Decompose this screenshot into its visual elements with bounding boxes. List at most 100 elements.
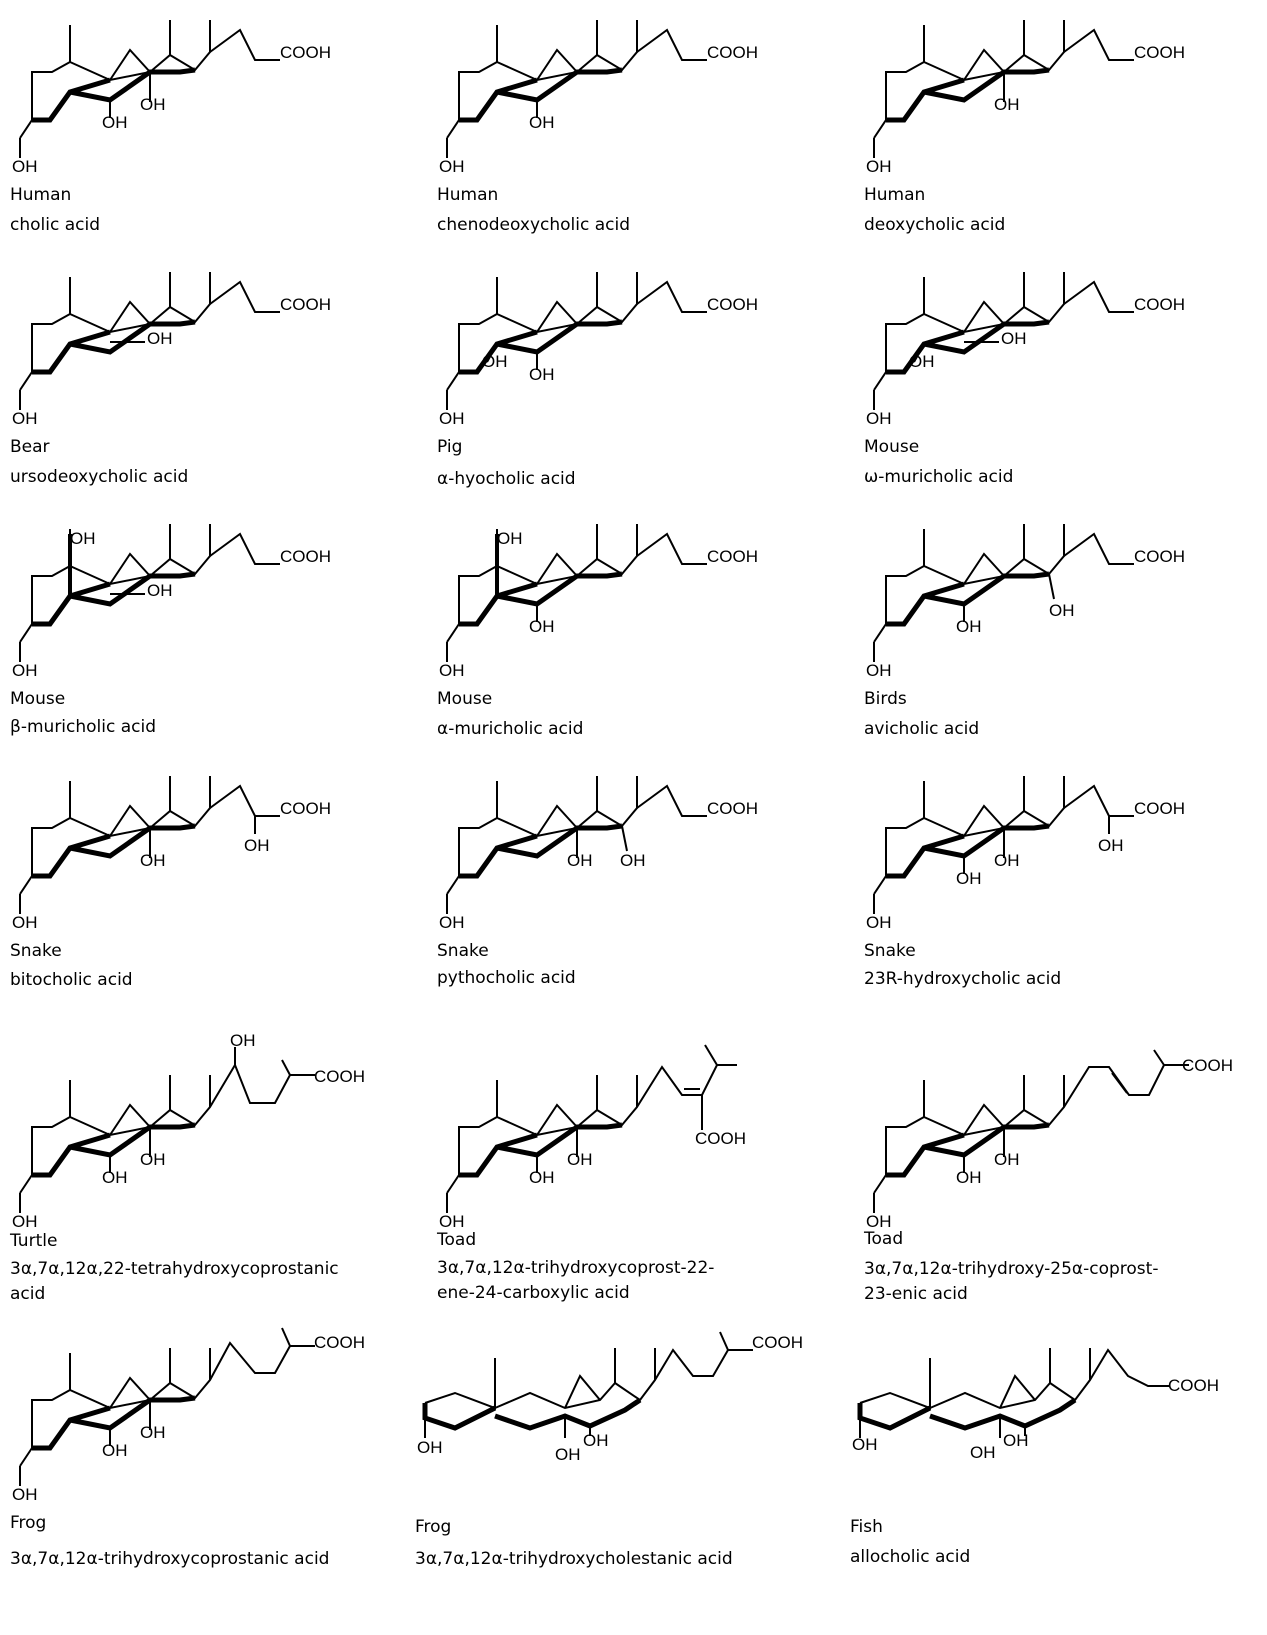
compound-trihydroxycholestanic-acid: COOH OH OH OH Frog 3α,7α,12α-trihydroxyc… <box>415 1318 835 1580</box>
compound-alpha-muricholic-acid: COOH OH OH OH Mouse α-muricholic acid <box>437 514 857 776</box>
oh-label-12: OH <box>140 95 166 114</box>
oh-label-7: OH <box>1001 329 1027 348</box>
structure-trihydroxycoprostanic-acid: COOH OH OH OH <box>12 1327 365 1504</box>
species-label: Mouse <box>437 689 493 709</box>
oh-label-7: OH <box>102 113 128 132</box>
compound-name-line-1: 3α,7α,12α-trihydroxy-25α-coprost- <box>864 1259 1159 1279</box>
compound-bitocholic-acid: COOH OH OH OH Snake bitocholic acid <box>10 766 430 1028</box>
compound-deoxycholic-acid: COOH OH OH Human deoxycholic acid <box>864 10 1267 272</box>
structure-beta-muricholic-acid: COOH OH OH OH <box>12 524 331 680</box>
compound-tetrahydroxycoprostanic-acid: COOH OH OH OH OH Turtle 3α,7α,12α,22-tet… <box>10 1030 430 1304</box>
structure-trihydroxycoprostene-carboxylic-acid: COOH OH OH OH <box>439 1044 746 1231</box>
species-label: Snake <box>437 941 489 961</box>
oh-label-3: OH <box>12 661 38 680</box>
oh-label-12: OH <box>994 95 1020 114</box>
structure-trihydroxycholestanic-acid: COOH OH OH OH <box>417 1331 803 1464</box>
cooh-label: COOH <box>707 547 758 566</box>
oh-label-6: OH <box>482 352 508 371</box>
compound-alpha-hyocholic-acid: COOH OH OH OH Pig α-hyocholic acid <box>437 262 857 524</box>
oh-label-7: OH <box>147 329 173 348</box>
oh-label-7: OH <box>529 113 555 132</box>
oh-label-7: OH <box>529 365 555 384</box>
cooh-label: COOH <box>707 799 758 818</box>
oh-label-12: OH <box>1003 1431 1029 1450</box>
compound-pythocholic-acid: COOH OH OH OH Snake pythocholic acid <box>437 766 857 1028</box>
cooh-label: COOH <box>1168 1376 1219 1395</box>
oh-label-3: OH <box>866 913 892 932</box>
cooh-label: COOH <box>707 43 758 62</box>
compound-name: α-hyocholic acid <box>437 469 576 489</box>
oh-label-3: OH <box>866 1212 892 1231</box>
structure-avicholic-acid: COOH OH OH OH <box>866 524 1185 680</box>
cooh-label: COOH <box>1134 799 1185 818</box>
oh-label-3: OH <box>439 1212 465 1231</box>
compound-name: bitocholic acid <box>10 970 133 990</box>
oh-label-3: OH <box>417 1438 443 1457</box>
compound-name: avicholic acid <box>864 719 980 739</box>
oh-label-12: OH <box>567 851 593 870</box>
compound-cholic-acid: COOH OH OH OH Human cholic acid <box>10 10 430 272</box>
species-label: Frog <box>10 1513 47 1533</box>
oh-label-7: OH <box>956 617 982 636</box>
cooh-label: COOH <box>280 799 331 818</box>
structure-ursodeoxycholic-acid: COOH OH OH <box>12 272 331 428</box>
compound-name: β-muricholic acid <box>10 717 157 737</box>
compound-name: allocholic acid <box>850 1547 971 1567</box>
compound-trihydroxycoprostanic-acid: COOH OH OH OH Frog 3α,7α,12α-trihydroxyc… <box>10 1318 430 1580</box>
oh-label-3: OH <box>852 1435 878 1454</box>
species-label: Birds <box>864 689 907 709</box>
oh-label-16: OH <box>620 851 646 870</box>
species-label: Frog <box>415 1517 452 1537</box>
compound-name-line-2: acid <box>10 1284 46 1304</box>
oh-label-22: OH <box>230 1031 256 1050</box>
species-label: Mouse <box>864 437 920 457</box>
cooh-label: COOH <box>695 1129 746 1148</box>
cooh-label: COOH <box>752 1333 803 1352</box>
oh-label-7: OH <box>956 1168 982 1187</box>
species-label: Pig <box>437 437 463 457</box>
oh-label-7: OH <box>102 1441 128 1460</box>
oh-label-7: OH <box>555 1445 581 1464</box>
compound-chenodeoxycholic-acid: COOH OH OH Human chenodeoxycholic acid <box>437 10 857 272</box>
compound-allocholic-acid: COOH OH OH OH Fish allocholic acid <box>850 1318 1267 1580</box>
compound-name: ω-muricholic acid <box>864 467 1014 487</box>
oh-label-12: OH <box>567 1150 593 1169</box>
species-label: Snake <box>864 941 916 961</box>
compound-name: chenodeoxycholic acid <box>437 215 631 235</box>
oh-label-23: OH <box>1098 836 1124 855</box>
cooh-label: COOH <box>1182 1056 1233 1075</box>
oh-label-3: OH <box>439 661 465 680</box>
compound-name-line-1: 3α,7α,12α-trihydroxycoprost-22- <box>437 1258 715 1278</box>
oh-label-7: OH <box>956 869 982 888</box>
structure-23r-hydroxycholic-acid: COOH OH OH OH OH <box>866 776 1185 932</box>
structure-allocholic-acid: COOH OH OH OH <box>852 1348 1219 1462</box>
structure-chenodeoxycholic-acid: COOH OH OH <box>439 20 758 176</box>
structure-cholic-acid: COOH OH OH OH <box>12 20 331 176</box>
oh-label-3: OH <box>439 409 465 428</box>
compound-name: 23R-hydroxycholic acid <box>864 969 1062 989</box>
oh-label-12: OH <box>140 1150 166 1169</box>
oh-label-7: OH <box>529 1168 555 1187</box>
oh-label-12: OH <box>140 851 166 870</box>
compound-name: deoxycholic acid <box>864 215 1006 235</box>
species-label: Toad <box>864 1229 904 1249</box>
compound-name-line-2: 23-enic acid <box>864 1284 968 1304</box>
compound-name: pythocholic acid <box>437 968 576 988</box>
compound-name: ursodeoxycholic acid <box>10 467 189 487</box>
compound-omega-muricholic-acid: COOH OH OH OH Mouse ω-muricholic acid <box>864 262 1267 524</box>
cooh-label: COOH <box>314 1067 365 1086</box>
compound-name: 3α,7α,12α-trihydroxycoprostanic acid <box>10 1549 330 1569</box>
compound-ursodeoxycholic-acid: COOH OH OH Bear ursodeoxycholic acid <box>10 262 430 524</box>
species-label: Fish <box>850 1517 883 1537</box>
oh-label-7: OH <box>970 1443 996 1462</box>
species-label: Bear <box>10 437 50 457</box>
cooh-label: COOH <box>707 295 758 314</box>
oh-label-23: OH <box>244 836 270 855</box>
compound-avicholic-acid: COOH OH OH OH Birds avicholic acid <box>864 514 1267 776</box>
compound-name: 3α,7α,12α-trihydroxycholestanic acid <box>415 1549 733 1569</box>
oh-label-12: OH <box>994 851 1020 870</box>
oh-label-6: OH <box>909 352 935 371</box>
species-label: Human <box>437 185 499 205</box>
structure-pythocholic-acid: COOH OH OH OH <box>439 776 758 932</box>
